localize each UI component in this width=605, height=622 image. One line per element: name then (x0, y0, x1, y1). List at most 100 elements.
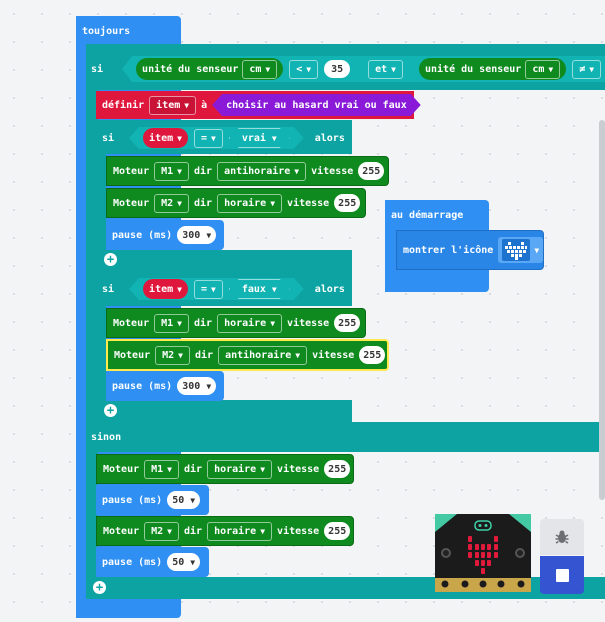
microbit-simulator[interactable] (435, 514, 531, 592)
add-branch-plus-icon-2[interactable]: + (104, 404, 117, 417)
workspace-scrollbar[interactable] (599, 120, 605, 500)
add-branch-plus-icon-3[interactable]: + (93, 581, 106, 594)
motor-label: Moteur (103, 525, 140, 537)
if-keyword: si (91, 63, 104, 75)
dir-label: dir (184, 463, 203, 475)
equals-op-vrai[interactable]: =▼ (194, 129, 223, 148)
if-condition-row: si unité du senseur cm▼ <▼ 35 et▼ unité … (91, 56, 605, 82)
equals-op-faux[interactable]: =▼ (194, 280, 223, 299)
dir-label: dir (194, 197, 213, 209)
speed-label: vitesse (287, 317, 330, 329)
motor-select-5[interactable]: M1▼ (144, 459, 179, 479)
set-label: définir (102, 99, 145, 111)
if-vrai-keyword: si (102, 132, 115, 144)
pause-value-3[interactable]: 50 ▼ (167, 491, 201, 509)
faux-dropdown[interactable]: faux▼ (229, 279, 290, 299)
icon-dropdown[interactable]: ▼ (498, 237, 544, 263)
if-vrai-row: si item▼ =▼ vrai▼ alors (102, 127, 345, 149)
pause-block-3[interactable]: pause (ms) 50 ▼ (96, 485, 209, 515)
forever-label: toujours (82, 26, 131, 37)
and-dropdown[interactable]: et▼ (368, 60, 403, 79)
speed-label: vitesse (277, 463, 320, 475)
item-reporter-faux[interactable]: item▼ (143, 279, 188, 299)
motor-block-5[interactable]: Moteur M1▼ dir horaire▼ vitesse 255 (96, 454, 354, 484)
motor-block-6[interactable]: Moteur M2▼ dir horaire▼ vitesse 255 (96, 516, 354, 546)
compare-op-dropdown-2[interactable]: ≠▼ (572, 60, 601, 79)
motor-select-4[interactable]: M2▼ (155, 345, 190, 365)
vrai-dropdown[interactable]: vrai▼ (229, 128, 290, 148)
motor-label: Moteur (114, 349, 151, 361)
alors-label-faux: alors (314, 283, 345, 295)
speed-value-2[interactable]: 255 (334, 194, 361, 212)
motor-block-4-selected[interactable]: Moteur M2▼ dir antihoraire▼ vitesse 255 (106, 339, 389, 371)
compare-op-dropdown-1[interactable]: <▼ (289, 60, 318, 79)
show-icon-block[interactable]: montrer l'icône ▼ (396, 230, 544, 270)
equals-expression-vrai[interactable]: item▼ =▼ vrai▼ (129, 127, 304, 149)
motor-label: Moteur (103, 463, 140, 475)
speed-label: vitesse (311, 165, 354, 177)
unit-dropdown-2[interactable]: cm▼ (525, 60, 560, 79)
if-else-block[interactable] (86, 44, 98, 598)
item-reporter-vrai[interactable]: item▼ (143, 128, 188, 148)
direction-select-1[interactable]: antihoraire▼ (217, 161, 307, 181)
motor-select-3[interactable]: M1▼ (154, 313, 189, 333)
speed-label: vitesse (287, 197, 330, 209)
speed-value-3[interactable]: 255 (334, 314, 361, 332)
motor-block-3[interactable]: Moteur M1▼ dir horaire▼ vitesse 255 (106, 308, 366, 338)
item-variable-dropdown[interactable]: item▼ (149, 95, 197, 115)
speed-label: vitesse (312, 349, 355, 361)
pause-value-2[interactable]: 300 ▼ (177, 377, 217, 395)
if-faux-keyword: si (102, 283, 115, 295)
pause-value-1[interactable]: 300 ▼ (177, 226, 217, 244)
if-vrai-block[interactable] (96, 120, 106, 272)
speed-value-1[interactable]: 255 (358, 162, 385, 180)
speed-value-6[interactable]: 255 (324, 522, 351, 540)
show-icon-label: montrer l'icône (403, 244, 494, 256)
bug-icon (555, 530, 569, 544)
speed-value-4[interactable]: 255 (359, 346, 386, 364)
microbit-board-icon (435, 514, 531, 592)
speed-label: vitesse (277, 525, 320, 537)
if-faux-footer (96, 400, 352, 422)
add-branch-plus-icon-1[interactable]: + (104, 253, 117, 266)
distance-value[interactable]: 35 (324, 60, 350, 78)
pause-block-1[interactable]: pause (ms) 300 ▼ (106, 220, 224, 250)
if-faux-block[interactable] (96, 272, 106, 422)
motor-block-1[interactable]: Moteur M1▼ dir antihoraire▼ vitesse 255 (106, 156, 389, 186)
set-variable-block[interactable]: définir item▼ à choisir au hasard vrai o… (96, 91, 414, 119)
sensor-label: unité du senseur (142, 63, 239, 75)
direction-select-5[interactable]: horaire▼ (207, 459, 273, 479)
pause-label: pause (ms) (102, 556, 163, 568)
stop-button[interactable] (540, 556, 584, 594)
equals-expression-faux[interactable]: item▼ =▼ faux▼ (129, 278, 304, 300)
unit-dropdown-1[interactable]: cm▼ (242, 60, 277, 79)
debug-button[interactable] (540, 519, 584, 555)
on-start-label: au démarrage (391, 210, 464, 221)
direction-select-3[interactable]: horaire▼ (217, 313, 283, 333)
pause-block-2[interactable]: pause (ms) 300 ▼ (106, 371, 224, 401)
stop-icon (555, 568, 569, 582)
direction-select-6[interactable]: horaire▼ (207, 521, 273, 541)
motor-block-2[interactable]: Moteur M2▼ dir horaire▼ vitesse 255 (106, 188, 366, 218)
pause-block-4[interactable]: pause (ms) 50 ▼ (96, 547, 209, 577)
speed-value-5[interactable]: 255 (324, 460, 351, 478)
chevron-down-icon: ▼ (534, 245, 540, 255)
dir-label: dir (184, 525, 203, 537)
direction-select-2[interactable]: horaire▼ (217, 193, 283, 213)
alors-label-vrai: alors (314, 132, 345, 144)
sensor-reporter-1[interactable]: unité du senseur cm▼ (136, 58, 283, 80)
motor-label: Moteur (113, 165, 150, 177)
motor-select-6[interactable]: M2▼ (144, 521, 179, 541)
pause-value-4[interactable]: 50 ▼ (167, 553, 201, 571)
dir-label: dir (194, 317, 213, 329)
direction-select-4[interactable]: antihoraire▼ (218, 345, 308, 365)
sensor-reporter-2[interactable]: unité du senseur cm▼ (419, 58, 566, 80)
and-expression[interactable]: unité du senseur cm▼ <▼ 35 et▼ unité du … (122, 56, 605, 82)
motor-select-1[interactable]: M1▼ (154, 161, 189, 181)
random-boolean-reporter[interactable]: choisir au hasard vrai ou faux (212, 94, 421, 116)
if-vrai-footer (96, 250, 352, 272)
sensor-label-2: unité du senseur (424, 63, 522, 75)
motor-label: Moteur (113, 317, 150, 329)
pause-label: pause (ms) (102, 494, 163, 506)
motor-select-2[interactable]: M2▼ (154, 193, 189, 213)
